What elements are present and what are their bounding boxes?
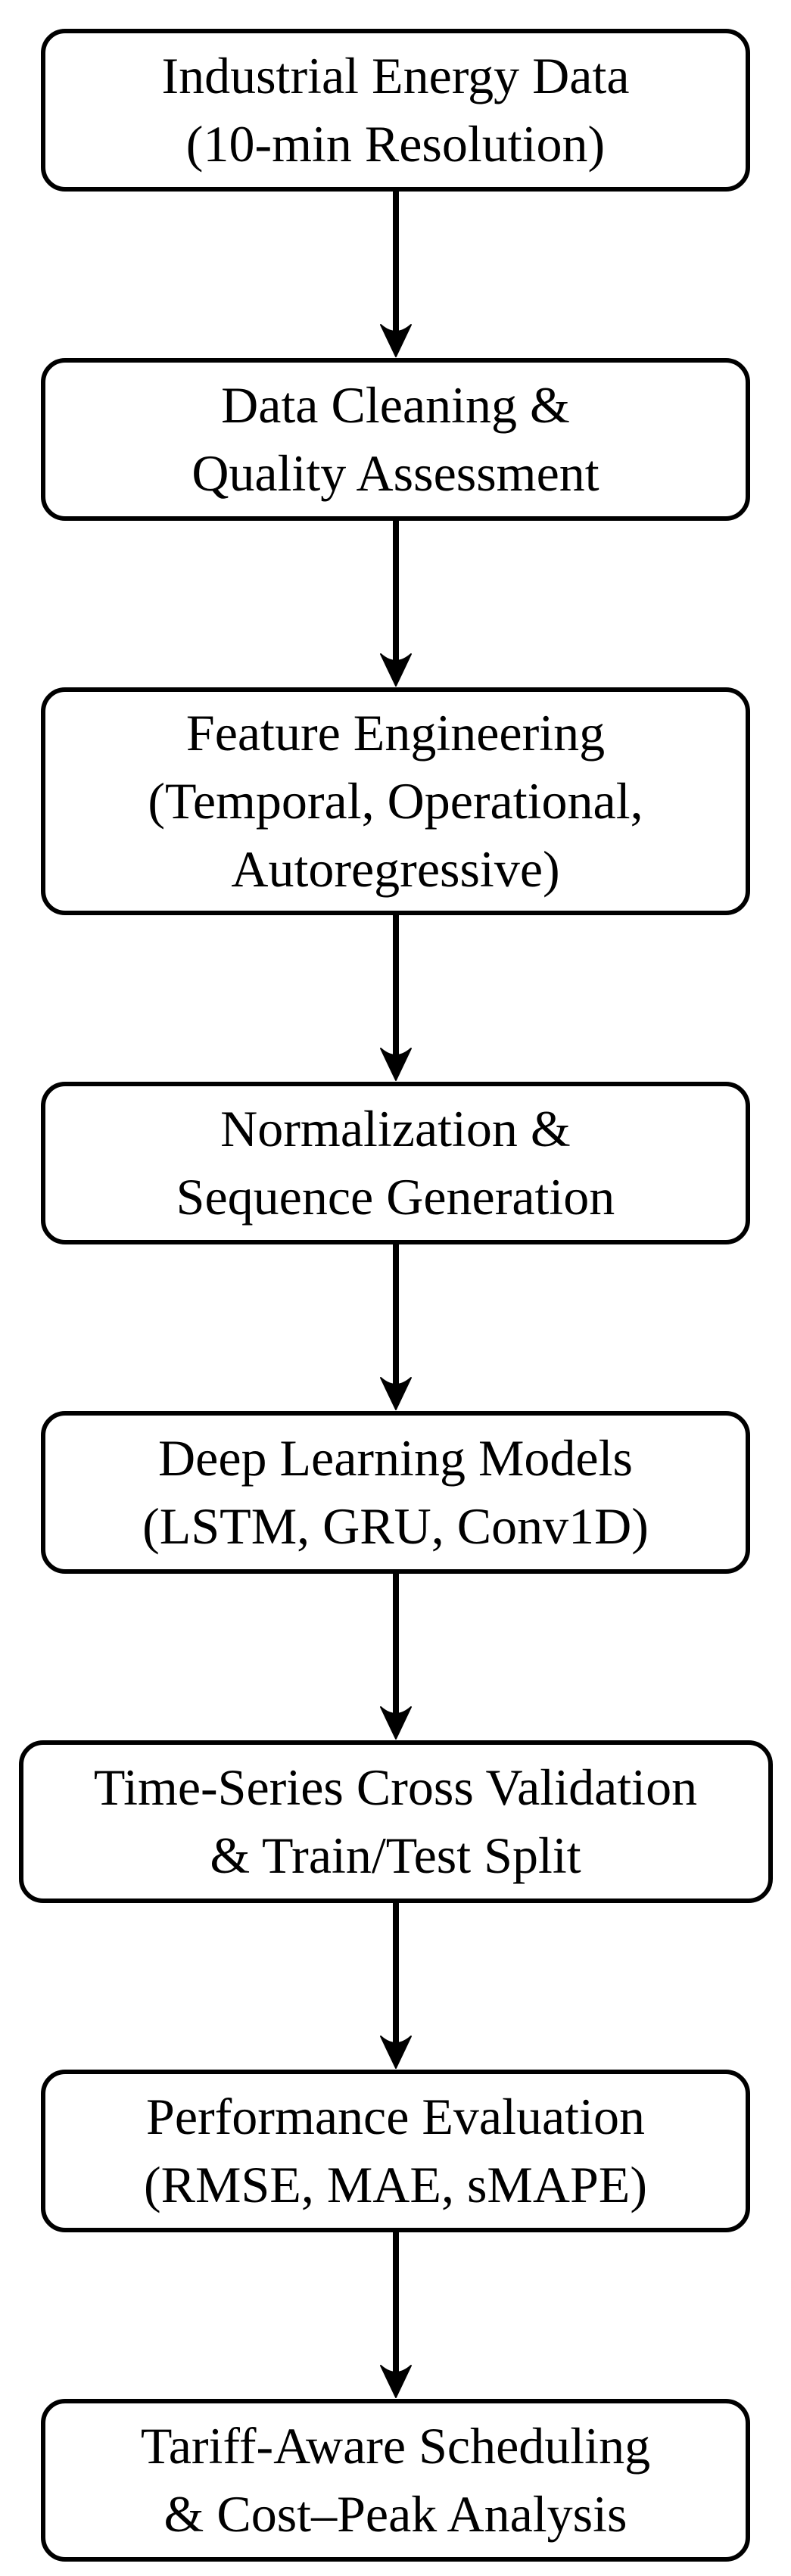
flow-node-performance-evaluation: Performance Evaluation (RMSE, MAE, sMAPE… xyxy=(41,2070,750,2233)
down-arrow-icon xyxy=(379,2232,412,2399)
node-text-line: Sequence Generation xyxy=(176,1167,615,1226)
node-text-line: Tariff-Aware Scheduling xyxy=(140,2417,651,2475)
node-text-line: Normalization & xyxy=(220,1100,571,1157)
node-text-line: Autoregressive) xyxy=(231,839,560,898)
node-text-line: Time-Series Cross Validation xyxy=(93,1758,698,1816)
node-text-line: (RMSE, MAE, sMAPE) xyxy=(144,2155,647,2213)
down-arrow-icon xyxy=(379,1244,412,1411)
flow-node-deep-learning-models: Deep Learning Models (LSTM, GRU, Conv1D) xyxy=(41,1411,750,1575)
down-arrow-icon xyxy=(379,1903,412,2070)
flow-node-time-series-cv: Time-Series Cross Validation & Train/Tes… xyxy=(18,1740,773,1904)
node-text-line: Quality Assessment xyxy=(192,444,599,502)
down-arrow-icon xyxy=(379,192,412,357)
node-text-line: Performance Evaluation xyxy=(146,2088,645,2145)
flow-node-feature-engineering: Feature Engineering (Temporal, Operation… xyxy=(41,687,750,916)
node-text-line: & Train/Test Split xyxy=(210,1826,581,1884)
down-arrow-icon xyxy=(379,1574,412,1740)
flow-node-normalization: Normalization & Sequence Generation xyxy=(41,1082,750,1245)
node-text-line: (LSTM, GRU, Conv1D) xyxy=(142,1497,649,1555)
node-text-line: (Temporal, Operational, xyxy=(148,771,643,830)
flow-node-industrial-energy-data: Industrial Energy Data (10-min Resolutio… xyxy=(41,29,750,192)
node-text-line: (10-min Resolution) xyxy=(185,114,606,173)
down-arrow-icon xyxy=(379,915,412,1082)
flow-node-tariff-aware-scheduling: Tariff-Aware Scheduling & Cost–Peak Anal… xyxy=(41,2399,750,2562)
node-text-line: Industrial Energy Data xyxy=(161,46,630,104)
node-text-line: Data Cleaning & xyxy=(221,375,570,434)
down-arrow-icon xyxy=(379,521,412,687)
node-text-line: Feature Engineering xyxy=(185,704,606,762)
node-text-line: Deep Learning Models xyxy=(158,1429,633,1487)
flow-node-data-cleaning: Data Cleaning & Quality Assessment xyxy=(41,358,750,521)
node-text-line: & Cost–Peak Analysis xyxy=(163,2484,628,2543)
